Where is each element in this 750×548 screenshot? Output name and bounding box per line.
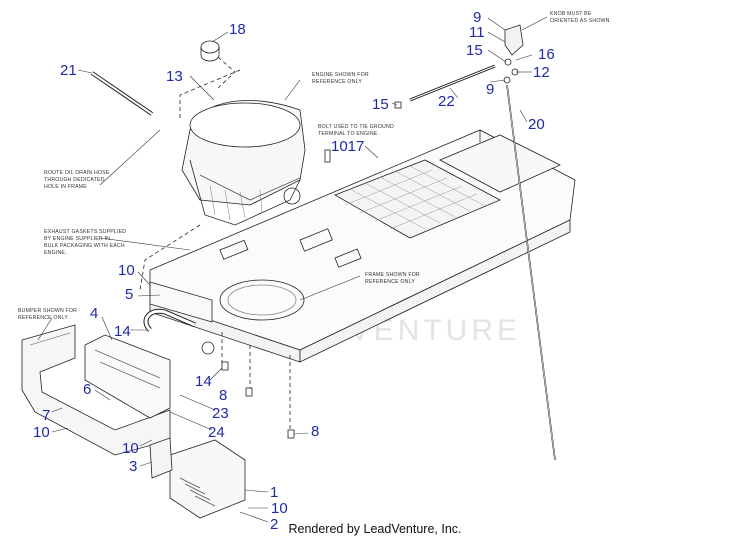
callout-4: 4 — [90, 305, 98, 322]
note-route-line-1: ROUTE OIL DRAIN HOSE — [44, 170, 110, 176]
note-knob-line-2: ORIENTED AS SHOWN — [550, 18, 610, 24]
note-frame: FRAME SHOWN FOR REFERENCE ONLY — [365, 272, 420, 285]
callout-21: 21 — [60, 62, 77, 79]
note-bolt-line-1: BOLT USED TO TIE GROUND — [318, 124, 394, 130]
note-bolt-line-2: TERMINAL TO ENGINE — [318, 131, 378, 137]
note-engine-line-1: ENGINE SHOWN FOR — [312, 72, 369, 78]
callout-20: 20 — [528, 116, 545, 133]
callout-15-lower: 15 — [372, 96, 389, 113]
note-bumper-line-1: BUMPER SHOWN FOR — [18, 308, 77, 314]
note-bolt: BOLT USED TO TIE GROUND TERMINAL TO ENGI… — [318, 124, 394, 137]
callout-11: 11 — [469, 24, 485, 41]
note-exhaust-line-3: BULK PACKAGING WITH EACH — [44, 243, 125, 249]
callout-12: 12 — [533, 64, 550, 81]
callout-16: 16 — [538, 46, 555, 63]
note-frame-line-1: FRAME SHOWN FOR — [365, 272, 420, 278]
callout-10-right: 10 — [271, 500, 288, 517]
footer-credit: Rendered by LeadVenture, Inc. — [288, 522, 462, 536]
note-exhaust-line-2: BY ENGINE SUPPLIER IN — [44, 236, 110, 242]
callout-10-mid: 10 — [122, 440, 139, 457]
callout-3: 3 — [129, 458, 137, 475]
callout-10: 10 — [118, 262, 135, 279]
callout-23: 23 — [212, 405, 229, 422]
note-exhaust-line-4: ENGINE. — [44, 250, 67, 256]
callout-1017: 1017 — [331, 138, 364, 155]
note-route-line-3: HOLE IN FRAME — [44, 184, 87, 190]
note-bumper: BUMPER SHOWN FOR REFERENCE ONLY — [18, 308, 77, 321]
note-knob: KNOB MUST BE ORIENTED AS SHOWN — [550, 11, 610, 24]
callout-24: 24 — [208, 424, 225, 441]
callout-22: 22 — [438, 93, 455, 110]
callouts: 18 9 11 15 16 12 9 21 13 15 22 20 1017 1… — [33, 9, 555, 533]
note-engine-line-2: REFERENCE ONLY — [312, 79, 362, 85]
callout-7: 7 — [42, 407, 50, 424]
callout-1: 1 — [270, 484, 278, 501]
note-frame-line-2: REFERENCE ONLY — [365, 279, 415, 285]
callout-15: 15 — [466, 42, 483, 59]
note-route-line-2: THROUGH DEDICATED — [44, 177, 105, 183]
callout-9: 9 — [473, 9, 481, 26]
callout-8: 8 — [219, 387, 227, 404]
note-exhaust-line-1: EXHAUST GASKETS SUPPLIED — [44, 229, 126, 235]
callout-18: 18 — [229, 21, 246, 38]
note-engine: ENGINE SHOWN FOR REFERENCE ONLY — [312, 72, 369, 85]
note-knob-line-1: KNOB MUST BE — [550, 11, 592, 17]
callout-2: 2 — [270, 516, 278, 533]
note-bumper-line-2: REFERENCE ONLY — [18, 315, 68, 321]
note-exhaust: EXHAUST GASKETS SUPPLIED BY ENGINE SUPPL… — [44, 229, 126, 256]
callout-5: 5 — [125, 286, 133, 303]
callout-6: 6 — [83, 381, 91, 398]
callout-9-lower: 9 — [486, 81, 494, 98]
callout-8-lower: 8 — [311, 423, 319, 440]
note-route: ROUTE OIL DRAIN HOSE THROUGH DEDICATED H… — [44, 170, 110, 190]
callout-13: 13 — [166, 68, 183, 85]
frame-drawing — [21, 16, 576, 523]
callout-14-lower: 14 — [195, 373, 212, 390]
callout-14: 14 — [114, 323, 131, 340]
callout-10-left: 10 — [33, 424, 50, 441]
